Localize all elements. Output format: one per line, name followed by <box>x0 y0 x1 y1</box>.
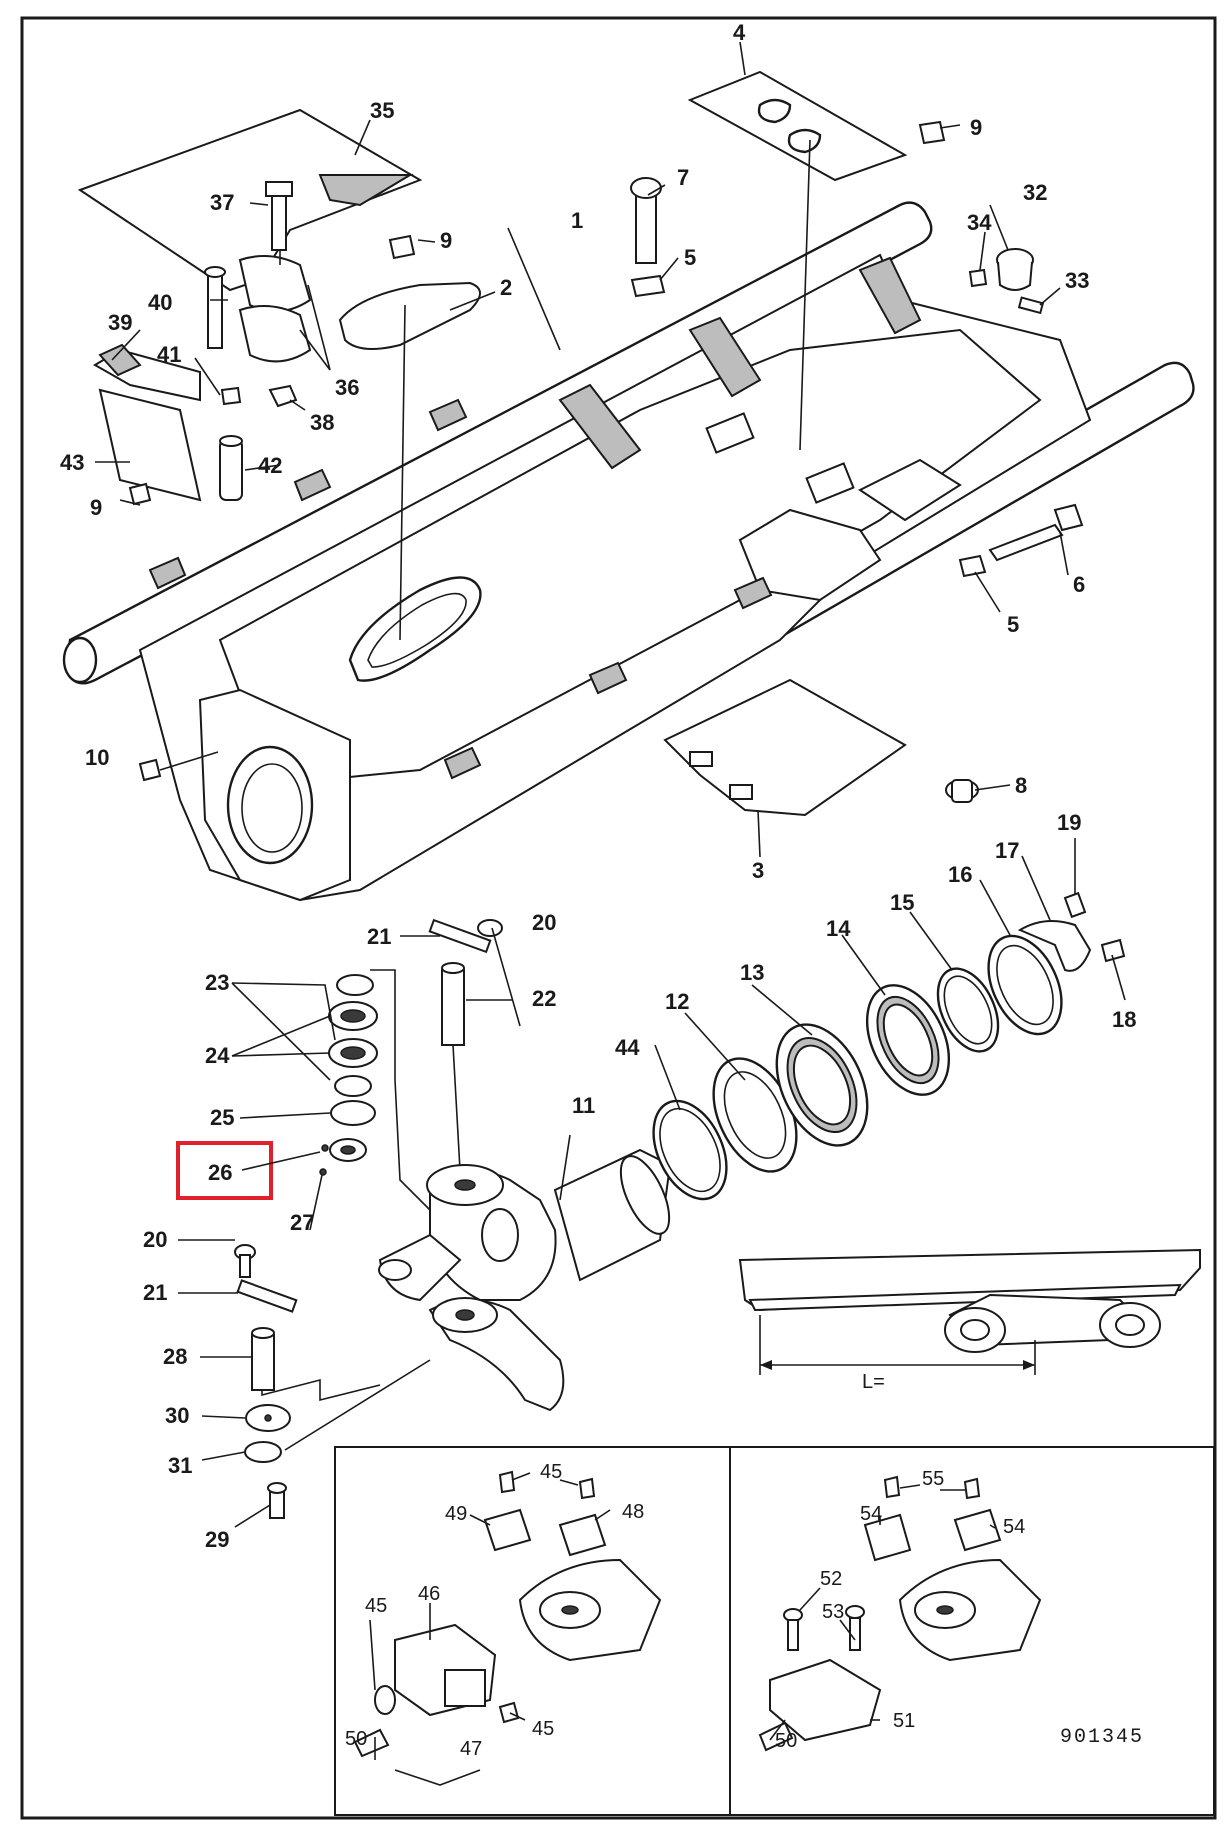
inset-right-drawing <box>758 1475 1042 1752</box>
callout-12: 12 <box>665 989 689 1014</box>
callout-20a: 20 <box>532 910 556 935</box>
callout-50b: 50 <box>775 1730 797 1752</box>
diagram-border <box>20 16 1217 1820</box>
callout-55: 55 <box>922 1468 944 1490</box>
callout-22: 22 <box>532 986 556 1011</box>
callout-16: 16 <box>948 862 972 887</box>
lower-pin-drawing <box>234 1244 431 1519</box>
cover-plates-drawing <box>338 70 908 641</box>
callout-20b: 20 <box>143 1227 167 1252</box>
inset-left-drawing <box>353 1470 662 1786</box>
callout-50a: 50 <box>345 1728 367 1750</box>
callout-18: 18 <box>1112 1007 1136 1032</box>
dimension-detail-drawing <box>738 1248 1201 1375</box>
callout-21b: 21 <box>143 1280 167 1305</box>
callout-34: 34 <box>967 210 992 235</box>
hardware-drawing <box>388 120 1084 578</box>
highlight-box-26 <box>176 1141 273 1200</box>
callout-7: 7 <box>677 165 689 190</box>
main-frame-drawing <box>62 201 1195 902</box>
callout-46: 46 <box>418 1583 440 1605</box>
callout-49: 49 <box>445 1503 467 1525</box>
callout-21a: 21 <box>367 924 391 949</box>
callout-41: 41 <box>157 342 181 367</box>
callout-27: 27 <box>290 1210 314 1235</box>
callout-53: 53 <box>822 1601 844 1623</box>
callout-labels: 1 2 3 4 5 5 6 7 8 9 9 9 10 11 12 13 14 1… <box>60 20 1144 1760</box>
callout-45a: 45 <box>540 1461 562 1483</box>
callout-31: 31 <box>168 1453 192 1478</box>
callout-4: 4 <box>733 20 746 45</box>
callout-36: 36 <box>335 375 359 400</box>
callout-5b: 5 <box>1007 612 1019 637</box>
callout-52: 52 <box>820 1568 842 1590</box>
callout-28: 28 <box>163 1344 187 1369</box>
callout-42: 42 <box>258 453 282 478</box>
callout-54a: 54 <box>860 1503 882 1525</box>
callout-2: 2 <box>500 275 512 300</box>
dimension-label: L= <box>862 1371 885 1393</box>
callout-45b: 45 <box>365 1595 387 1617</box>
callout-29: 29 <box>205 1527 229 1552</box>
bearing-rings-drawing <box>652 891 1126 1201</box>
step-assembly-drawing <box>77 108 423 408</box>
callout-8: 8 <box>1015 773 1027 798</box>
callout-5a: 5 <box>684 245 696 270</box>
inset-box-right <box>729 1446 1215 1816</box>
knuckle-drawing <box>378 1148 672 1412</box>
callout-45c: 45 <box>532 1718 554 1740</box>
callout-17: 17 <box>995 838 1019 863</box>
callout-30: 30 <box>165 1403 189 1428</box>
callout-51: 51 <box>893 1710 915 1732</box>
callout-39: 39 <box>108 310 132 335</box>
callout-9c: 9 <box>90 495 102 520</box>
leader-lines <box>95 41 1126 1760</box>
bracket-assembly-drawing <box>93 266 243 506</box>
callout-44: 44 <box>615 1035 640 1060</box>
callout-1: 1 <box>571 208 583 233</box>
callout-47: 47 <box>460 1738 482 1760</box>
kingpin-stack-drawing <box>319 969 431 1211</box>
figure-reference: 901345 <box>1060 1726 1144 1749</box>
callout-9b: 9 <box>440 228 452 253</box>
guard-plate-drawing <box>138 678 979 817</box>
upper-pin-drawing <box>428 918 503 1171</box>
callout-11: 11 <box>572 1093 595 1118</box>
callout-10: 10 <box>85 745 109 770</box>
callout-26: 26 <box>208 1160 232 1185</box>
callout-9a: 9 <box>970 115 982 140</box>
callout-38: 38 <box>310 410 334 435</box>
callout-13: 13 <box>740 960 764 985</box>
callout-33: 33 <box>1065 268 1089 293</box>
callout-14: 14 <box>826 916 851 941</box>
callout-25: 25 <box>210 1105 234 1130</box>
callout-15: 15 <box>890 890 914 915</box>
callout-32: 32 <box>1023 180 1047 205</box>
callout-40: 40 <box>148 290 172 315</box>
callout-24: 24 <box>205 1043 230 1068</box>
callout-6: 6 <box>1073 572 1085 597</box>
callout-23: 23 <box>205 970 229 995</box>
callout-35: 35 <box>370 98 394 123</box>
callout-43: 43 <box>60 450 84 475</box>
callout-54b: 54 <box>1003 1516 1025 1538</box>
callout-37: 37 <box>210 190 234 215</box>
callout-3: 3 <box>752 858 764 883</box>
callout-19: 19 <box>1057 810 1081 835</box>
callout-48: 48 <box>622 1501 644 1523</box>
